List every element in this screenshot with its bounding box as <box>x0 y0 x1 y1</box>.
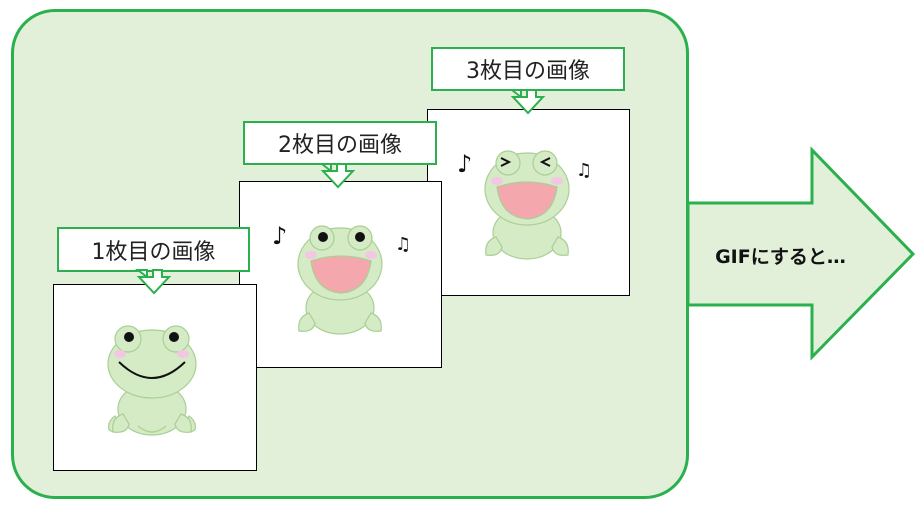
frame-2-label: 2枚目の画像 <box>243 121 437 165</box>
music-note-icon: ♫ <box>576 160 593 181</box>
frog-3-illustration <box>484 150 570 260</box>
music-note-icon: ♫ <box>395 234 412 255</box>
frog-2-illustration <box>297 225 383 335</box>
callout-2-pointer <box>319 163 356 189</box>
frame-3-label: 3枚目の画像 <box>431 47 625 91</box>
music-note-icon: ♪ <box>457 150 473 178</box>
callout-3-pointer <box>509 89 546 115</box>
frame-1-label: 1枚目の画像 <box>57 227 250 272</box>
right-arrow-icon <box>686 146 916 361</box>
arrow-label: GIFにすると… <box>715 246 846 268</box>
music-note-icon: ♪ <box>272 222 288 250</box>
callout-1-pointer <box>135 269 172 295</box>
frog-1-illustration <box>107 325 197 436</box>
